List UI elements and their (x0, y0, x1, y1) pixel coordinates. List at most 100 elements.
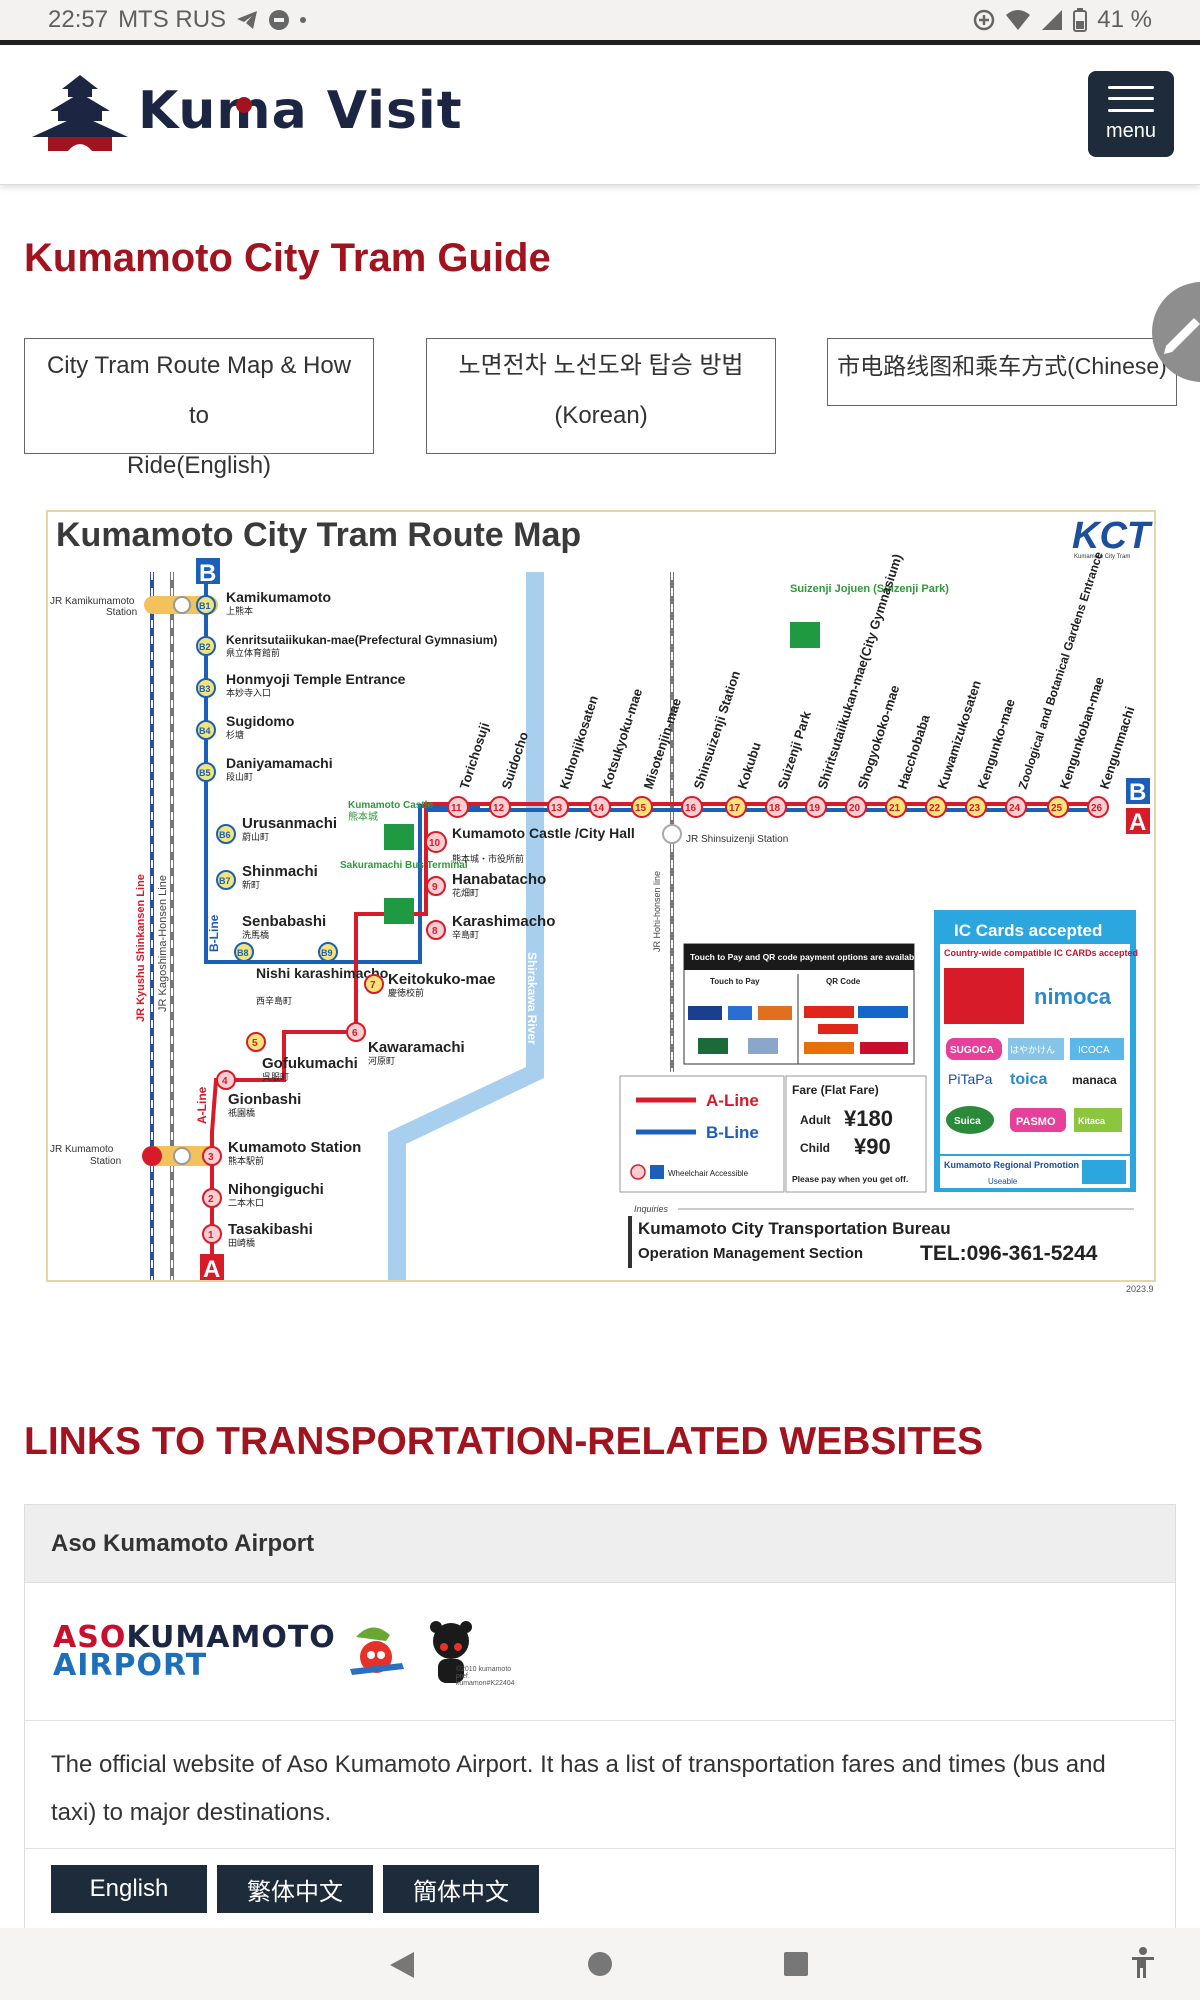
ic-card-pitapa: PiTaPa (948, 1071, 993, 1087)
jr-kumamoto-station: Station (90, 1156, 121, 1167)
stop-a5-num: 5 (252, 1038, 258, 1049)
legend-stop-swatch (630, 1164, 646, 1180)
tab-english-line1: City Tram Route Map & How to (46, 352, 352, 429)
recents-icon[interactable] (782, 1950, 810, 1978)
airport-link-traditional-chinese[interactable]: 繁体中文 (217, 1865, 373, 1913)
jr-kamikumamoto-label: JR Kamikumamoto (50, 596, 135, 607)
alipay-logo (858, 1006, 908, 1018)
stop-b7-name: Shinmachi (242, 863, 318, 880)
stop-b5-name: Daniyamamachi (226, 755, 333, 771)
ic-card-kitaca-label: Kitaca (1078, 1116, 1106, 1126)
stop-20-name: Shogyokoko-mae (855, 683, 903, 791)
stop-14-num: 14 (593, 803, 605, 814)
jcb-logo (698, 1038, 728, 1054)
stop-a4-num: 4 (222, 1076, 228, 1087)
stop-b5-num: B5 (199, 768, 211, 778)
stop-12-num: 12 (493, 803, 505, 814)
stop-17-name: Kokubu (735, 740, 764, 791)
fare-adult-price: ¥180 (844, 1106, 893, 1131)
jr-shinkansen-label: JR Kyushu Shinkansen Line (135, 874, 147, 1022)
payment-qr-label: QR Code (826, 977, 861, 986)
site-name: Kuma Visit (138, 81, 463, 141)
castle-logo-icon (32, 75, 128, 151)
stop-b7-jp: 新町 (242, 879, 260, 890)
tram-route-map[interactable]: Kumamoto City Tram Route Map KCT Kumamot… (46, 510, 1156, 1282)
back-icon[interactable] (388, 1950, 416, 1980)
stop-11-num: 11 (451, 803, 462, 814)
hamburger-icon (1108, 85, 1154, 112)
stop-b1-num: B1 (199, 601, 211, 611)
stop-a3-name: Kumamoto Station (228, 1139, 361, 1156)
stop-b9-num: B9 (321, 948, 333, 958)
menu-button[interactable]: menu (1088, 71, 1174, 157)
airport-link-english[interactable]: English (51, 1865, 207, 1913)
kct-logo-sub: Kumamoto City Tram (1074, 554, 1130, 560)
stop-b1-jp: 上熊本 (226, 605, 253, 616)
home-icon[interactable] (586, 1950, 614, 1978)
ic-cards-box: IC Cards accepted Country-wide compatibl… (934, 910, 1138, 1192)
stop-a3-jp: 熊本駅前 (228, 1155, 264, 1166)
line-letter-b-top-text: B (199, 560, 216, 587)
tab-english[interactable]: City Tram Route Map & How to Ride(Englis… (24, 338, 374, 479)
line-letter-b-east (1126, 778, 1150, 804)
amex-logo (728, 1006, 752, 1020)
b-line-vertical-label: B-Line (207, 914, 221, 952)
stop-a3-num: 3 (208, 1152, 214, 1163)
stop-13-num: 13 (551, 803, 563, 814)
stop-b8-name: Senbabashi (242, 913, 326, 930)
stop-b3-jp: 本妙寺入口 (226, 687, 271, 698)
fare-adult-label: Adult (800, 1113, 831, 1127)
tab-korean-line1: 노면전차 노선도와 탑승 방법 (458, 352, 744, 379)
stop-15-name: Misotenjin-mae (641, 696, 685, 791)
airport-logo-row[interactable]: ASOKUMAMOTO AIRPORT ©2010 kumamoto pref.… (25, 1583, 1175, 1721)
castle-label: Kumamoto Castle (348, 800, 433, 811)
legend-b-line: B-Line (706, 1123, 759, 1142)
jr-shinsuizenji-label: JR Shinsuizenji Station (686, 834, 788, 845)
tab-chinese-line1: 市电路线图和乘车方式(Chinese) (837, 353, 1167, 379)
line-letter-a-east (1126, 808, 1150, 834)
nimoca-logo: nimoca (1034, 984, 1112, 1009)
stop-b8-num: B8 (237, 948, 249, 958)
ic-card-hayakaken (1008, 1038, 1064, 1060)
wifi-icon (1006, 10, 1031, 30)
jr-kagoshima-label: JR Kagoshima-Honsen Line (157, 875, 169, 1012)
tab-chinese[interactable]: 市电路线图和乘车方式(Chinese) (827, 338, 1177, 406)
ic-regional: Kumamoto Regional Promotion IC Card (944, 1160, 1114, 1170)
ic-useable: Useable (988, 1177, 1018, 1186)
jr-kumamoto-dot-red (142, 1146, 162, 1166)
airport-logo: ASOKUMAMOTO AIRPORT (53, 1622, 336, 1683)
inquiries-org: Kumamoto City Transportation Bureau (638, 1219, 951, 1238)
stop-14-name: Kotsukyoku-mae (599, 687, 646, 791)
airport-link-simplified-chinese[interactable]: 簡体中文 (383, 1865, 539, 1913)
airport-logo-airport: AIRPORT (53, 1647, 208, 1683)
tab-korean[interactable]: 노면전차 노선도와 탑승 방법 (Korean) (426, 338, 776, 454)
accessibility-icon[interactable] (1130, 1946, 1156, 1980)
battery-level: 41 % (1097, 6, 1152, 33)
site-logo[interactable]: Kuma Visit (28, 71, 463, 151)
ic-card-suica-label: Suica (954, 1116, 981, 1127)
stop-16-name: Shinsuizenji Station (691, 669, 743, 791)
